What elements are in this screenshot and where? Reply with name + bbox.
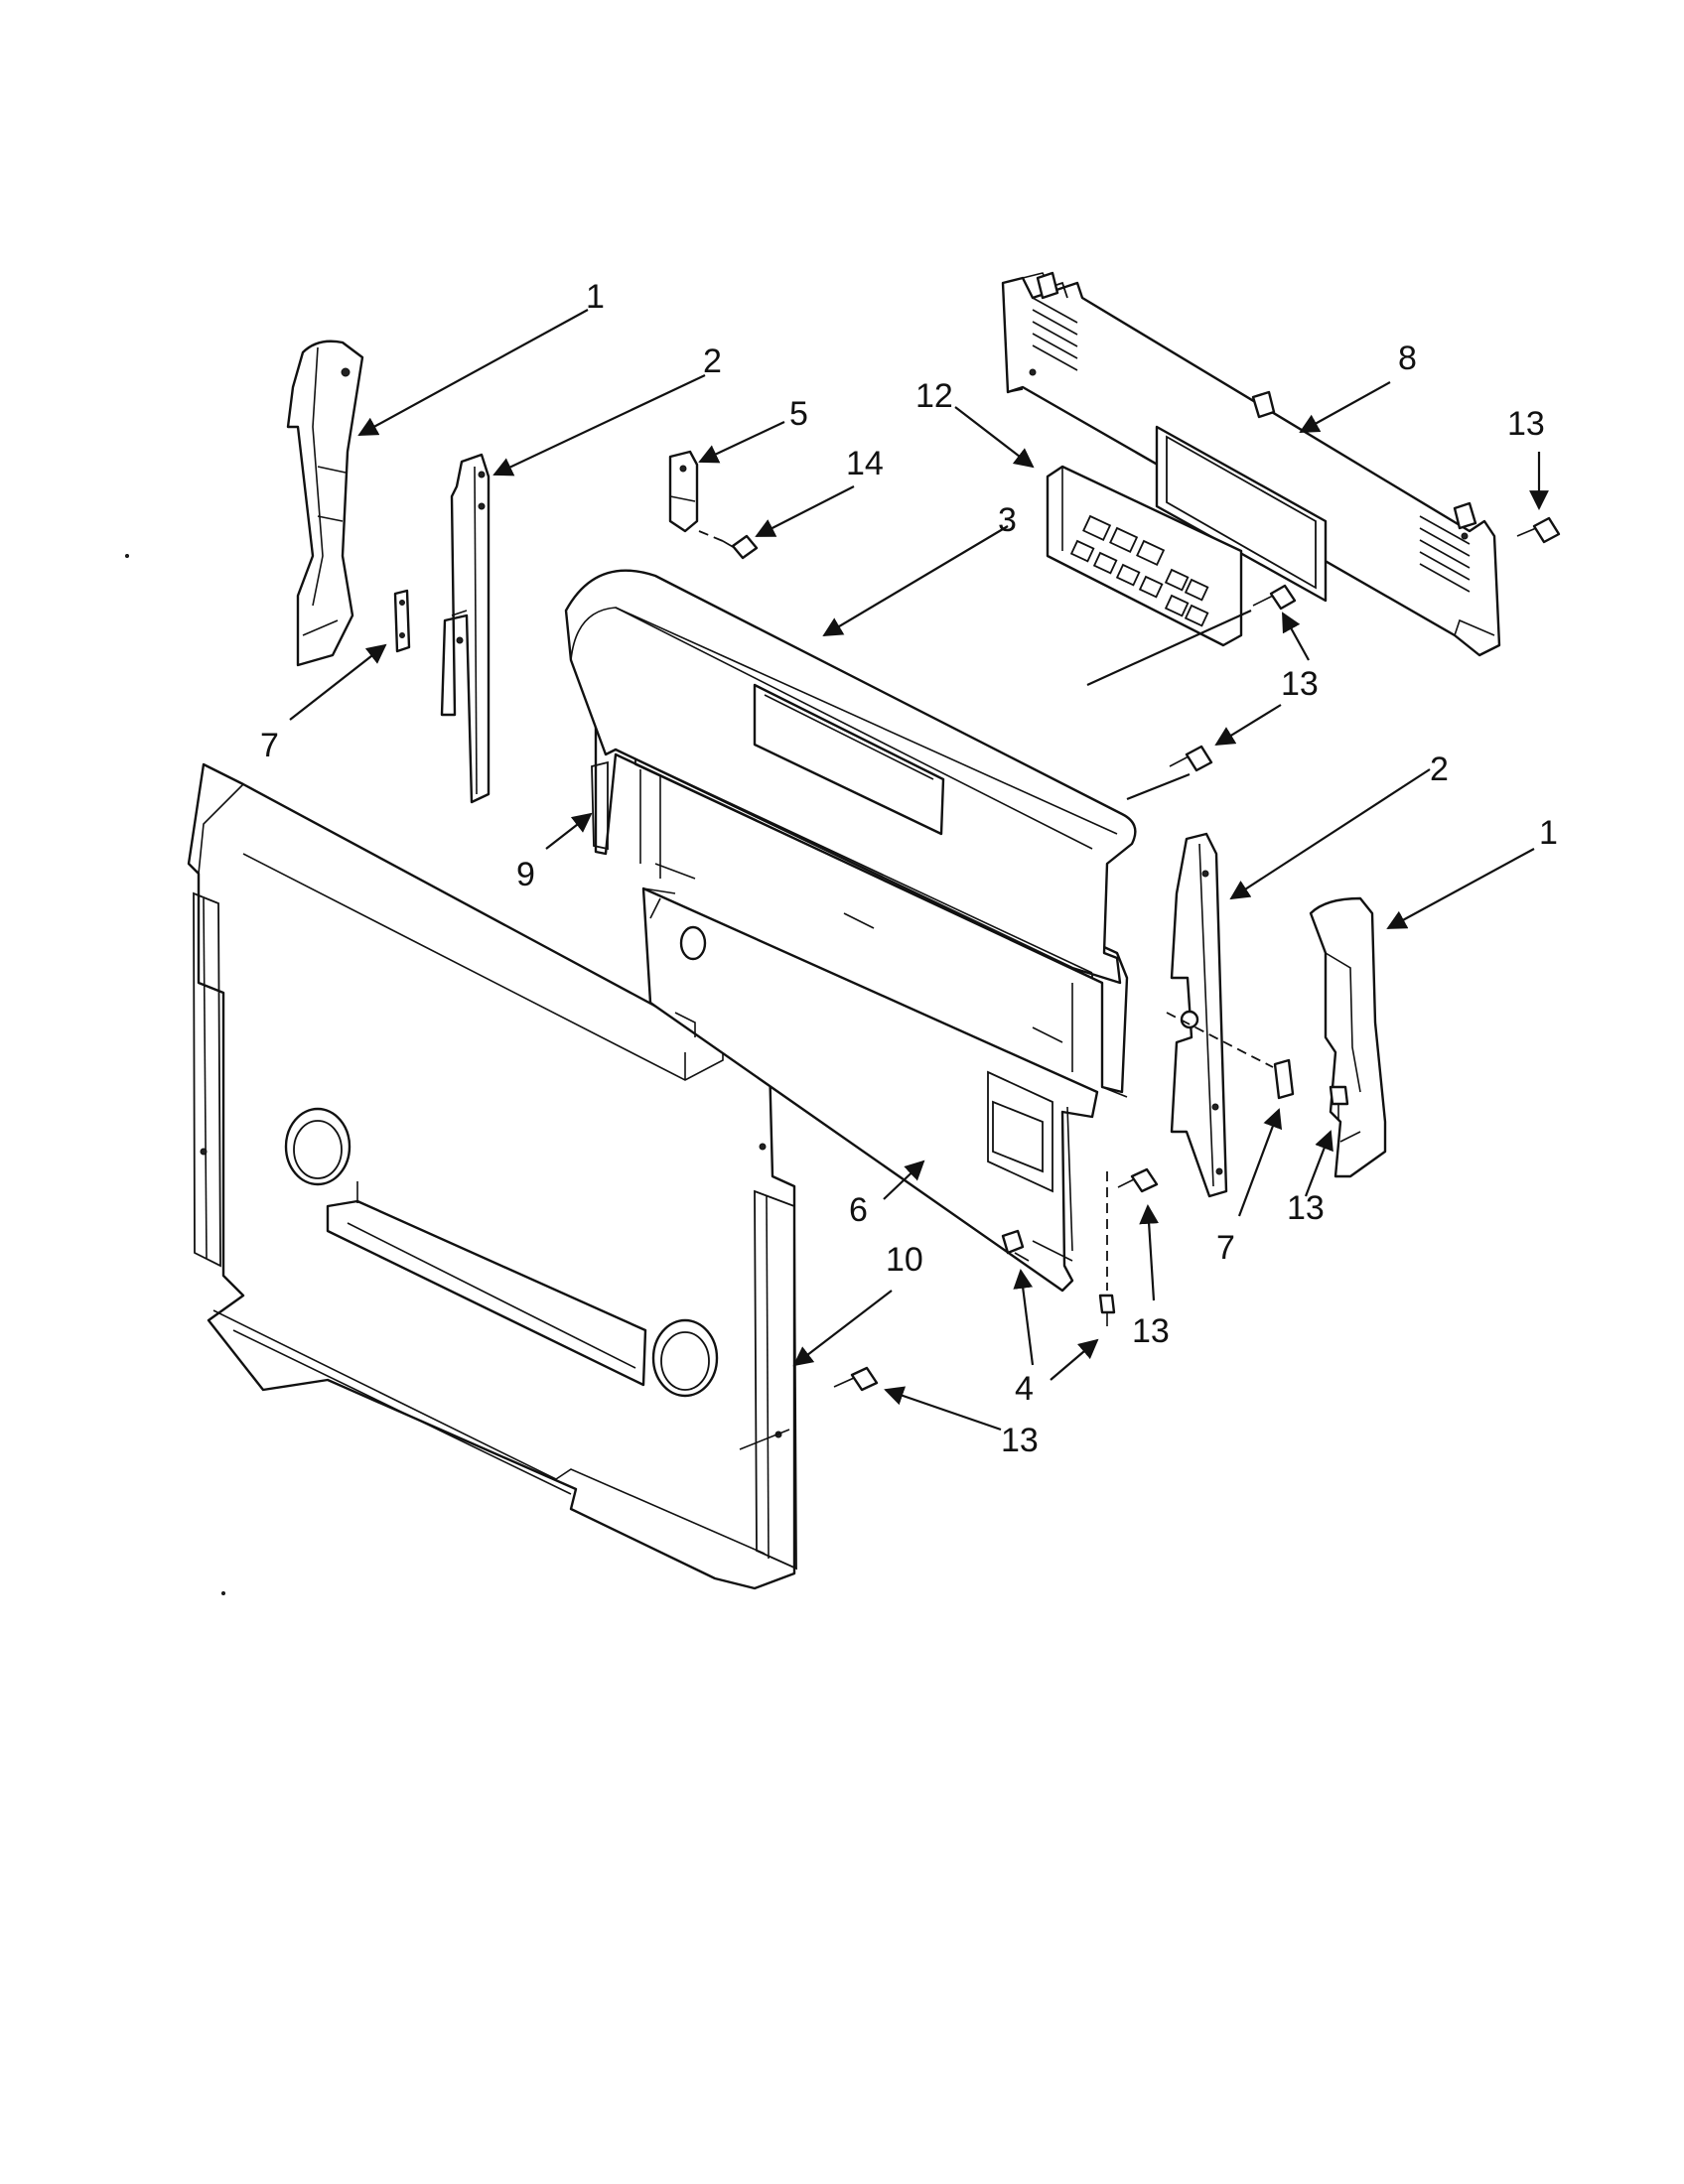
callout-5: 5 [789,395,808,433]
callout-1: 1 [1539,814,1558,852]
callout-10: 10 [886,1241,923,1279]
callout-12: 12 [915,377,953,415]
callout-2: 2 [1430,751,1449,788]
screw-13-bracket [1117,1167,1159,1193]
part-12-control-overlay [1046,465,1243,647]
screw-13-overlay [1252,584,1297,611]
part-2-left-side-bracket [440,453,491,804]
callout-4: 4 [1015,1370,1034,1408]
part-5-small-bracket [668,450,699,533]
callout-13: 13 [1507,405,1545,443]
part-3-control-panel [564,569,1137,985]
callout-1: 1 [586,278,605,316]
part-1-right-side-trim [1309,896,1387,1178]
callout-8: 8 [1398,340,1417,377]
callout-13: 13 [1287,1189,1325,1227]
callout-13: 13 [1281,665,1319,703]
part-8-rear-vent-panel [1001,271,1501,657]
callout-14: 14 [846,445,884,482]
screw-13-top-right [1516,516,1561,544]
callout-6: 6 [849,1191,868,1229]
scan-dot [221,1591,225,1595]
part-6-control-panel-bracket [641,887,1099,1293]
screw-4-left [1001,1229,1030,1262]
callout-9: 9 [516,856,535,893]
screw-13-panel-left [1169,745,1213,772]
screw-4-right [1098,1171,1116,1326]
part-14-screw [698,530,759,560]
callout-7: 7 [260,727,279,764]
callout-2: 2 [703,342,722,380]
callout-labels: 1 2 5 14 12 8 13 3 13 7 9 2 1 6 7 13 13 … [260,278,1558,1459]
callout-13: 13 [1132,1312,1170,1350]
part-7-right-clip [1166,1012,1295,1100]
part-1-left-side-trim [286,340,364,667]
part-7-left-clip [393,589,411,653]
screw-13-right-trim [1329,1085,1349,1120]
leader-lines [289,309,1549,1432]
part-2-right-side-bracket [1170,832,1228,1198]
screw-13-lower-panel [833,1366,879,1392]
callout-13: 13 [1001,1422,1039,1459]
callout-3: 3 [998,501,1017,539]
callout-7: 7 [1216,1229,1235,1267]
part-10-lower-panel [187,762,797,1590]
scan-dot [125,554,129,558]
